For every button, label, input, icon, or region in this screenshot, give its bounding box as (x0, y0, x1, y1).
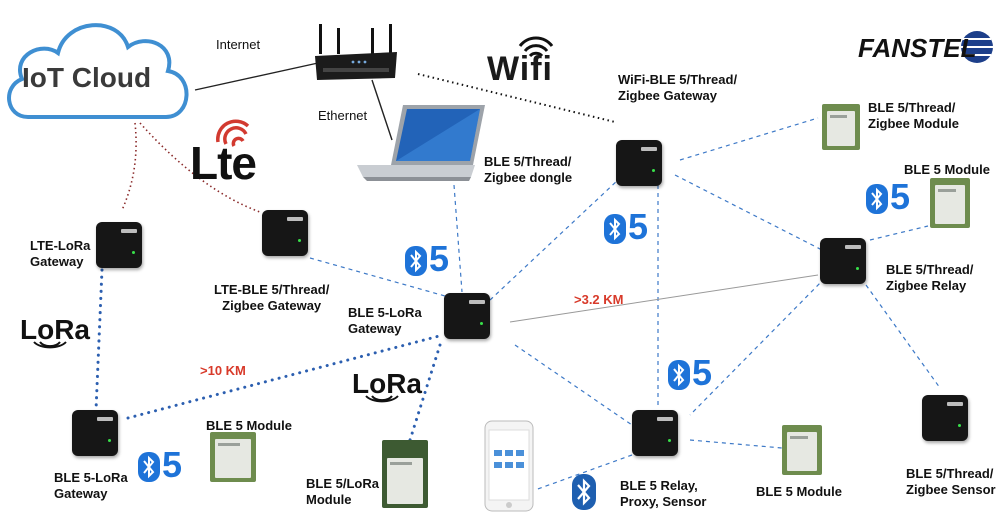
laptop-icon (357, 105, 485, 181)
distance-ten-km: >10 KM (200, 363, 246, 378)
lte-lora-gateway-label: LTE-LoRa Gateway (30, 238, 91, 269)
lte-signal-icon (216, 119, 250, 147)
internet-label: Internet (216, 37, 261, 52)
dongle-label: BLE 5/Thread/ Zigbee dongle (484, 154, 573, 185)
ble-link-wifi-relay (674, 174, 823, 251)
wifi-gateway-label: WiFi-BLE 5/Thread/ Zigbee Gateway (618, 72, 738, 103)
lte-logo: Lte (190, 137, 257, 189)
wifi-gateway-device (616, 140, 662, 186)
bluetooth-icon (572, 474, 596, 510)
zigbee-sensor-label: BLE 5/Thread/ Zigbee Sensor (906, 466, 996, 497)
relay-proxy-device (632, 410, 678, 456)
ble-link-relay-proxy (689, 277, 826, 416)
lora-link-long (126, 333, 445, 420)
relay-device (820, 238, 866, 284)
ble-link-relay-module (869, 225, 929, 241)
smartphone-icon (484, 420, 534, 512)
bluetooth-icon (405, 246, 427, 276)
ble-lora-gateway-left-device (72, 410, 118, 456)
ble5-module-bottom-chip (782, 425, 822, 475)
ble-lora-gateway-center-label: BLE 5-LoRa Gateway (348, 305, 422, 336)
ble-lora-module-label: BLE 5/LoRa Module (306, 476, 379, 507)
bluetooth-icon (866, 184, 888, 214)
cloud-label: IoT Cloud (22, 62, 152, 93)
ble-link-center-relay (514, 344, 633, 426)
bluetooth-icon (138, 452, 160, 482)
lora-logo-center: LoRa (352, 368, 422, 399)
ble5-module-bottom-label: BLE 5 Module (756, 484, 842, 499)
internet-link (194, 62, 319, 91)
distance-three-km: >3.2 KM (574, 292, 624, 307)
lte-link-ble (139, 122, 261, 213)
wifi-logo: Wifi (487, 50, 554, 88)
cloud-icon (7, 23, 189, 119)
lte-lora-gateway-device (96, 222, 142, 268)
fanstel-globe-icon (961, 31, 993, 63)
lora-signal-icon (33, 341, 67, 349)
ble5-module-left-label: BLE 5 Module (206, 418, 292, 433)
fanstel-logo: FANSTEL (858, 33, 977, 63)
ble-link-proxy-module (689, 439, 783, 449)
relay-proxy-label: BLE 5 Relay, Proxy, Sensor (620, 478, 707, 509)
lora-logo-left: LoRa (20, 314, 90, 345)
ble5-module-right-label: BLE 5 Module (904, 162, 990, 177)
relay-label: BLE 5/Thread/ Zigbee Relay (886, 262, 974, 293)
ble5-module-left-chip (210, 432, 256, 482)
ble-link-proxy-phone (534, 454, 633, 491)
ble5-module-right-chip (930, 178, 970, 228)
zigbee-sensor-device (922, 395, 968, 441)
ble-link-dongle-center (453, 184, 463, 293)
lora-signal-icon (365, 395, 399, 403)
ethernet-link (371, 79, 393, 141)
lora-link-module (408, 343, 442, 442)
thread-module-chip (822, 104, 860, 150)
bluetooth-icon (668, 360, 690, 390)
lte-link-lora (121, 122, 137, 211)
lte-ble-gateway-label: LTE-BLE 5/Thread/ Zigbee Gateway (214, 282, 330, 313)
long-range-link (509, 274, 819, 323)
ble-link-center-wifi (489, 179, 619, 301)
wifi-link (417, 73, 616, 123)
lora-link-vertical (94, 268, 104, 412)
wifi-signal-icon (518, 36, 554, 58)
ble-link-wifi-module (679, 117, 819, 161)
bluetooth-icon (604, 214, 626, 244)
lte-ble-gateway-device (262, 210, 308, 256)
ble-lora-gateway-center-device (444, 293, 490, 339)
thread-module-label: BLE 5/Thread/ Zigbee Module (868, 100, 959, 131)
lora-module-chip (382, 440, 428, 508)
ble-lora-gateway-left-label: BLE 5-LoRa Gateway (54, 470, 128, 501)
router-icon (315, 24, 397, 80)
ble-link-relay-sensor (865, 284, 941, 389)
ethernet-label: Ethernet (318, 108, 368, 123)
